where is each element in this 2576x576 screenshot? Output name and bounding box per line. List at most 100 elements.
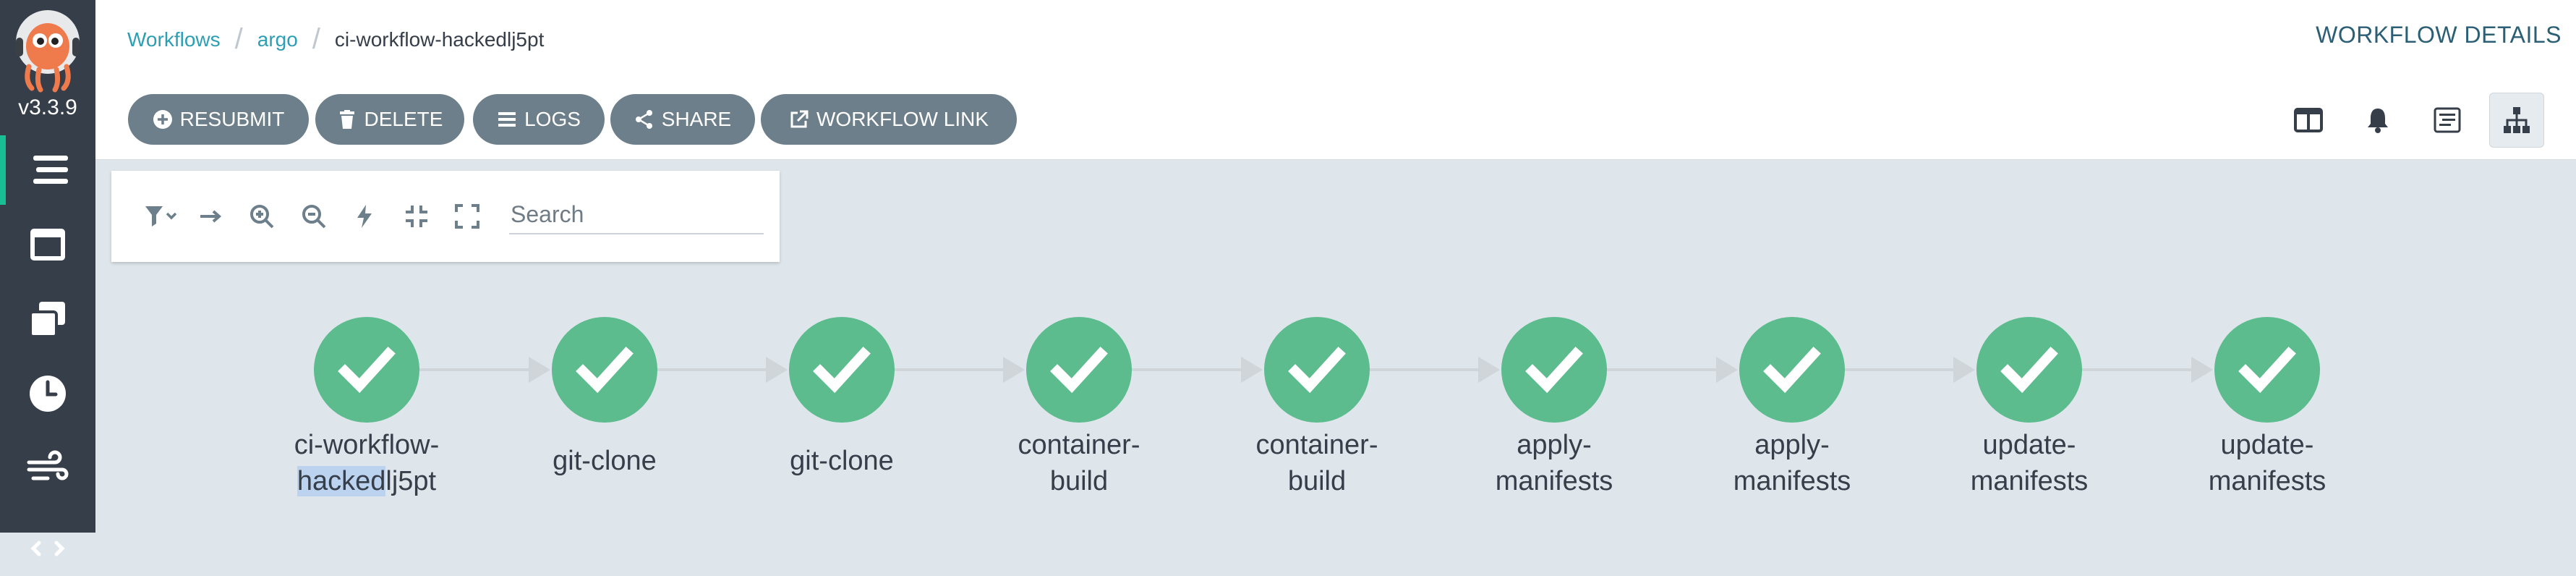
node-label-line1: container- — [1018, 430, 1140, 460]
sitemap-icon — [2504, 107, 2530, 133]
event-flow-icon — [27, 450, 69, 480]
node-label-line2: manifests — [1495, 466, 1613, 496]
workflow-node-succeeded[interactable] — [1026, 317, 1132, 423]
workflows-icon — [33, 156, 68, 184]
graph-edge-arrow — [1241, 357, 1263, 383]
graph-edge-arrow — [766, 357, 788, 383]
workflow-node-label: ci-workflow-hackedlj5pt — [258, 427, 475, 499]
node-label-line1: apply- — [1754, 430, 1830, 460]
argo-logo[interactable] — [13, 9, 82, 94]
bell-icon — [2368, 109, 2388, 133]
nav-cron-workflows[interactable] — [0, 359, 95, 428]
breadcrumb-namespace[interactable]: argo — [257, 27, 298, 51]
graph-edge-arrow — [1478, 357, 1500, 383]
check-icon — [1288, 347, 1346, 394]
check-icon — [1763, 347, 1821, 394]
expand-icon — [455, 204, 479, 229]
filter-dropdown[interactable] — [139, 200, 184, 233]
workflow-link-label: WORKFLOW LINK — [816, 108, 989, 130]
workflow-graph: ci-workflow-hackedlj5pt git-clone git-clon… — [95, 262, 2576, 533]
node-label-selected-text: hacked — [297, 466, 386, 496]
node-label-line2: build — [1287, 466, 1347, 496]
graph-edge-arrow — [1716, 357, 1738, 383]
workflow-node-label: git-clone — [733, 443, 950, 479]
fast-render-button[interactable] — [347, 200, 382, 233]
notifications-button[interactable] — [2350, 93, 2405, 148]
timeline-view-button[interactable] — [2420, 93, 2475, 148]
nav-event-flow[interactable] — [0, 433, 95, 503]
workflow-node-succeeded[interactable] — [314, 317, 419, 423]
breadcrumb-workflows[interactable]: Workflows — [127, 27, 221, 51]
list-icon — [498, 112, 516, 127]
filter-icon — [145, 206, 177, 226]
bolt-icon — [357, 205, 372, 228]
graph-edge — [2082, 368, 2191, 371]
graph-edge-arrow — [2191, 357, 2213, 383]
node-label-line2: lj5pt — [385, 466, 437, 496]
cron-workflows-icon — [30, 376, 66, 412]
graph-edge — [1132, 368, 1241, 371]
compress-icon — [406, 206, 427, 227]
workflow-node-label: git-clone — [496, 443, 713, 479]
node-label-line1: update- — [1982, 430, 2076, 460]
workflow-node-succeeded[interactable] — [2214, 317, 2320, 423]
graph-edge-arrow — [1003, 357, 1025, 383]
resubmit-button[interactable]: RESUBMIT — [128, 94, 309, 145]
collapse-button[interactable] — [399, 200, 434, 233]
node-label-line1: ci-workflow- — [294, 430, 440, 460]
zoom-out-button[interactable] — [297, 200, 331, 233]
check-icon — [2000, 347, 2058, 394]
check-icon — [338, 347, 396, 394]
zoom-in-icon — [250, 205, 274, 229]
share-button[interactable]: SHARE — [610, 94, 755, 145]
workflow-node-succeeded[interactable] — [789, 317, 895, 423]
node-label-line1: apply- — [1517, 430, 1592, 460]
workflow-link-button[interactable]: WORKFLOW LINK — [761, 94, 1017, 145]
node-label-line1: git-clone — [790, 446, 894, 476]
graph-edge — [1607, 368, 1716, 371]
sidebar: v3.3.9 — [0, 0, 95, 556]
workflow-node-label: apply-manifests — [1684, 427, 1901, 499]
graph-view-button[interactable] — [2489, 93, 2544, 148]
check-icon — [2238, 347, 2296, 394]
breadcrumb-separator: / — [234, 23, 243, 55]
nav-cluster-templates[interactable] — [0, 284, 95, 354]
top-header: Workflows / argo / ci-workflow-hackedlj5… — [95, 0, 2576, 77]
workflow-node-succeeded[interactable] — [552, 317, 657, 423]
graph-edge-arrow — [529, 357, 550, 383]
workflow-node-succeeded[interactable] — [1739, 317, 1845, 423]
nav-more[interactable] — [0, 507, 95, 576]
zoom-in-button[interactable] — [244, 200, 279, 233]
graph-search-input[interactable] — [509, 195, 764, 234]
workflow-node-succeeded[interactable] — [1501, 317, 1607, 423]
node-label-line2: manifests — [1733, 466, 1851, 496]
trash-icon — [339, 110, 354, 129]
workflow-node-succeeded[interactable] — [1264, 317, 1370, 423]
workflow-node-label: update-manifests — [2159, 427, 2376, 499]
timeline-icon — [2434, 107, 2461, 133]
nav-workflow-templates[interactable] — [0, 210, 95, 279]
graph-edge-arrow — [1953, 357, 1975, 383]
graph-edge — [1370, 368, 1478, 371]
node-label-line2: build — [1049, 466, 1109, 496]
split-view-button[interactable] — [2281, 93, 2336, 148]
workflow-templates-icon — [30, 229, 65, 261]
nav-workflows[interactable] — [0, 135, 95, 205]
logs-button[interactable]: LOGS — [473, 94, 605, 145]
check-icon — [1525, 347, 1583, 394]
expand-button[interactable] — [450, 200, 485, 233]
check-icon — [813, 347, 871, 394]
direction-toggle[interactable] — [194, 200, 229, 233]
delete-button[interactable]: DELETE — [315, 94, 464, 145]
breadcrumb-current: ci-workflow-hackedlj5pt — [334, 27, 545, 51]
check-icon — [576, 347, 634, 394]
delete-label: DELETE — [364, 108, 443, 130]
graph-edge — [657, 368, 766, 371]
node-label-line2: manifests — [2208, 466, 2326, 496]
share-icon — [635, 110, 652, 129]
more-icon — [30, 541, 65, 556]
page-title: WORKFLOW DETAILS — [2316, 22, 2562, 48]
node-label-line2: manifests — [1970, 466, 2089, 496]
node-label-line1: container- — [1255, 430, 1378, 460]
workflow-node-succeeded[interactable] — [1976, 317, 2082, 423]
